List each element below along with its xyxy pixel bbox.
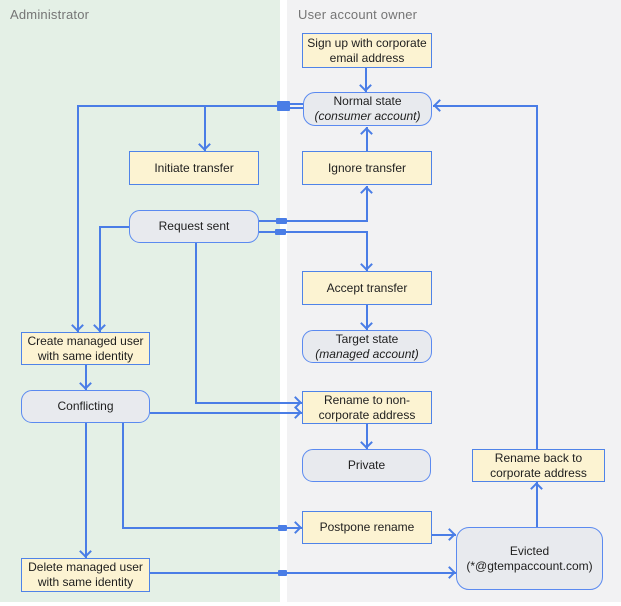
lane-administrator-label: Administrator xyxy=(10,7,90,22)
edge-normal-state-out-left xyxy=(77,105,277,107)
node-label: Normal state xyxy=(333,94,402,108)
node-private: Private xyxy=(302,449,431,482)
edge-request-sent-to-accept-transfer xyxy=(259,231,368,233)
edge-normal-state-to-create-managed-user xyxy=(77,105,79,332)
node-label: Evicted xyxy=(509,543,550,558)
node-target-state: Target state (managed account) xyxy=(302,330,432,363)
lane-crossing-marker xyxy=(277,101,290,111)
node-rename-back-to-corporate-address: Rename back to corporate address xyxy=(472,449,605,482)
node-label: with same identity xyxy=(37,348,134,363)
edge-postpone-rename-to-evicted xyxy=(432,534,456,536)
lane-crossing-marker xyxy=(278,570,287,576)
node-ignore-transfer: Ignore transfer xyxy=(302,151,432,185)
node-label: Ignore transfer xyxy=(327,160,407,175)
lane-crossing-marker xyxy=(276,218,287,224)
node-normal-state: Normal state (consumer account) xyxy=(303,92,432,126)
node-conflicting: Conflicting xyxy=(21,390,150,423)
node-delete-managed-user: Delete managed user with same identity xyxy=(21,558,150,592)
edge-create-managed-user-to-conflicting xyxy=(85,365,87,390)
node-label: Initiate transfer xyxy=(154,160,234,175)
node-label: Request sent xyxy=(158,219,230,233)
edge-request-sent-to-rename-non-corporate xyxy=(195,243,197,404)
node-label: corporate address xyxy=(490,465,587,480)
node-label: Postpone rename xyxy=(319,520,415,534)
node-label: corporate address xyxy=(318,407,416,422)
node-sublabel: (consumer account) xyxy=(314,109,421,123)
edge-sign-up-to-normal-state xyxy=(365,67,367,92)
edge-delete-managed-user-to-evicted xyxy=(150,572,456,574)
node-label: Rename to non- xyxy=(323,392,411,407)
node-label: Sign up with corporate xyxy=(307,35,427,50)
node-label: Create managed user xyxy=(27,333,144,348)
edge-rename-back-to-normal-state xyxy=(536,105,538,449)
lane-crossing-marker xyxy=(278,525,287,531)
edge-conflicting-to-delete-managed-user xyxy=(85,423,87,558)
edge-conflicting-to-rename-non-corporate xyxy=(150,412,302,414)
node-evicted: Evicted (*@gtempaccount.com) xyxy=(456,527,603,590)
lane-administrator: Administrator xyxy=(0,0,280,602)
node-postpone-rename: Postpone rename xyxy=(302,511,432,544)
edge-request-sent-to-create-managed-user xyxy=(99,226,129,228)
edge-request-sent-to-create-managed-user xyxy=(99,226,101,332)
node-create-managed-user: Create managed user with same identity xyxy=(21,332,150,365)
node-rename-to-non-corporate-address: Rename to non- corporate address xyxy=(302,391,432,424)
edge-rename-back-to-normal-state xyxy=(433,105,538,107)
node-label: Private xyxy=(347,458,386,472)
node-label: email address xyxy=(329,50,405,65)
edge-request-sent-to-ignore-transfer xyxy=(259,220,368,222)
node-accept-transfer: Accept transfer xyxy=(302,271,432,305)
lane-user-account-owner-label: User account owner xyxy=(298,7,418,22)
node-label: Accept transfer xyxy=(326,280,408,295)
edge-request-sent-to-accept-transfer xyxy=(366,231,368,271)
edge-evicted-to-rename-back xyxy=(536,482,538,527)
node-request-sent: Request sent xyxy=(129,210,259,243)
edge-normal-state-out-left xyxy=(289,103,303,105)
edge-request-sent-to-rename-non-corporate xyxy=(195,402,302,404)
edge-accept-transfer-to-target-state xyxy=(366,305,368,330)
node-sublabel: (managed account) xyxy=(315,346,419,361)
edge-normal-state-to-initiate-transfer xyxy=(204,105,206,151)
edge-conflicting-to-postpone-rename xyxy=(122,423,124,529)
node-label: Delete managed user xyxy=(28,560,143,574)
node-label: Target state xyxy=(335,331,399,346)
node-label: Conflicting xyxy=(57,399,114,413)
node-label: Rename back to xyxy=(494,450,583,465)
edge-request-sent-to-ignore-transfer xyxy=(366,186,368,222)
node-initiate-transfer: Initiate transfer xyxy=(129,151,259,185)
lane-crossing-marker xyxy=(275,229,286,235)
edge-rename-non-corporate-to-private xyxy=(366,424,368,449)
edge-normal-state-out-left xyxy=(289,107,303,109)
node-sign-up: Sign up with corporate email address xyxy=(302,33,432,68)
node-sublabel: (*@gtempaccount.com) xyxy=(466,558,593,573)
edge-conflicting-to-postpone-rename xyxy=(122,527,302,529)
node-label: with same identity xyxy=(37,575,134,589)
edge-ignore-transfer-to-normal-state xyxy=(366,127,368,151)
